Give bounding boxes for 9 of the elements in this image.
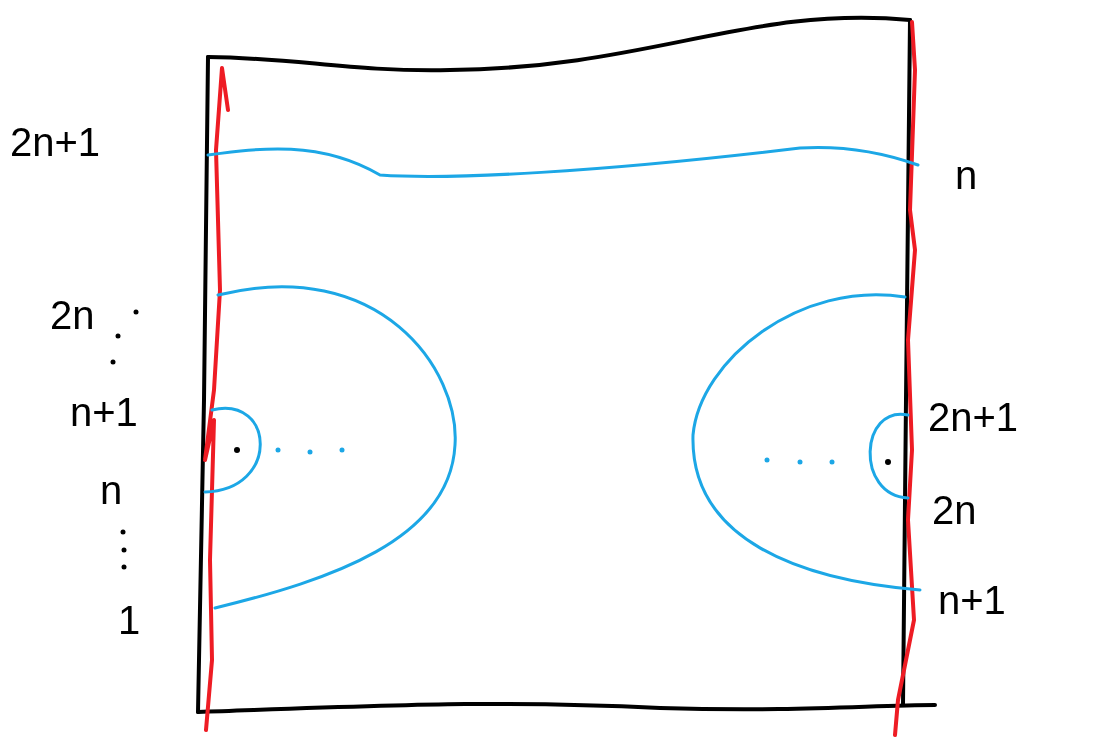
math-label: n [955,155,978,195]
math-label: 1 [118,600,141,640]
math-label: 2n [932,490,977,530]
math-label: 2n [50,295,95,335]
math-label: n+1 [70,392,138,432]
math-label: 2n+1 [928,397,1019,437]
math-label: 2n+1 [10,122,101,162]
math-label: n+1 [938,580,1006,620]
math-label: n [100,470,123,510]
